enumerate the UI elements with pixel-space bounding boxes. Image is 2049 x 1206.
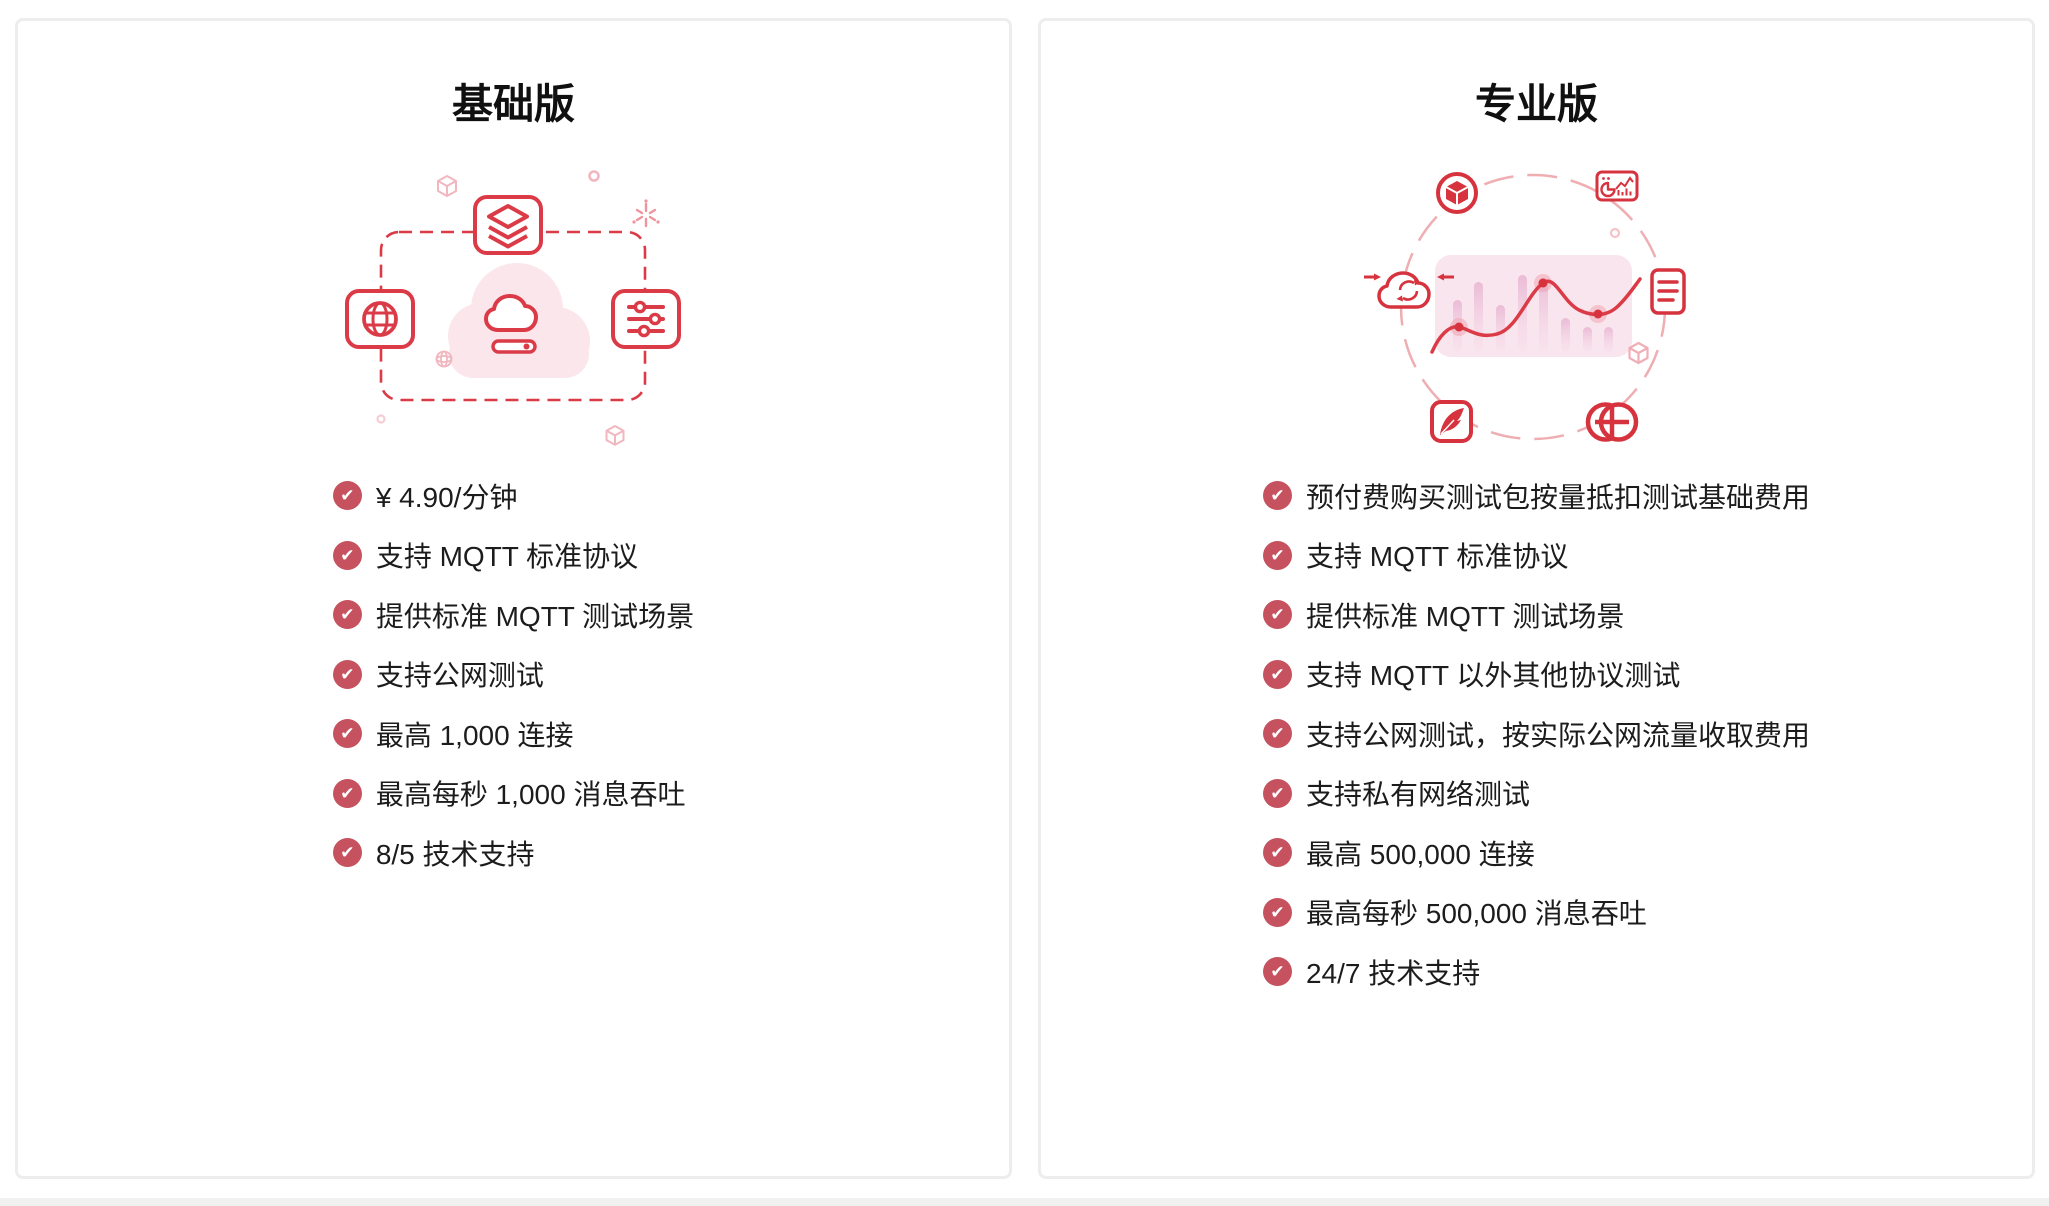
check-circle-icon: ✔ [1262,897,1292,927]
feature-text: 提供标准 MQTT 测试场景 [375,600,695,632]
feature-text: 支持 MQTT 标准协议 [375,541,639,573]
chart-bars [1452,275,1613,352]
feature-item: ✔ 提供标准 MQTT 测试场景 [1262,585,1810,645]
cube-decoration-top [436,175,457,197]
cube-circle-icon [1435,172,1478,214]
check-circle-icon: ✔ [1262,957,1292,987]
feather-pen-icon [1429,400,1473,443]
globe-icon [344,289,415,349]
check-circle-icon: ✔ [1262,838,1292,868]
feature-text: 支持 MQTT 以外其他协议测试 [1305,660,1681,692]
feature-text: 最高 1,000 连接 [375,719,574,751]
check-circle-icon: ✔ [332,659,362,689]
check-circle-icon: ✔ [332,838,362,868]
pricing-card-basic: 基础版 [15,18,1012,1179]
sparkle-decoration [631,199,660,228]
document-icon [1649,268,1686,315]
pricing-card-pro: 专业版 [1038,18,2035,1179]
check-circle-icon: ✔ [1262,659,1292,689]
feature-item: ✔ 最高 500,000 连接 [1262,823,1810,883]
basic-plan-illustration [18,160,1009,460]
cube-decoration-right [1627,341,1649,365]
check-circle-icon: ✔ [1262,778,1292,808]
feature-item: ✔ 预付费购买测试包按量抵扣测试基础费用 [1262,466,1810,526]
pro-plan-illustration [1041,160,2032,460]
feature-text: 最高每秒 500,000 消息吞吐 [1305,898,1647,930]
check-circle-icon: ✔ [1262,540,1292,570]
feature-text: 8/5 技术支持 [375,838,535,870]
pricing-cards-container: 基础版 [15,18,2035,1179]
check-circle-icon: ✔ [332,719,362,749]
check-circle-icon: ✔ [1262,600,1292,630]
check-circle-icon: ✔ [1262,481,1292,511]
feature-list-pro: ✔ 预付费购买测试包按量抵扣测试基础费用 ✔ 支持 MQTT 标准协议 ✔ 提供… [1262,466,1810,1002]
sliders-icon [610,289,681,349]
chart-panel [1429,255,1642,357]
feature-text: 支持公网测试 [375,660,544,692]
feature-text: 24/7 技术支持 [1305,957,1481,989]
feature-text: 最高 500,000 连接 [1305,838,1535,870]
feature-text: 支持 MQTT 标准协议 [1305,541,1569,573]
card-title-pro: 专业版 [1475,81,1598,127]
check-circle-icon: ✔ [332,481,362,511]
feature-text: ¥ 4.90/分钟 [375,481,518,513]
feature-item: ✔ 最高每秒 1,000 消息吞吐 [332,764,694,824]
feature-text: 预付费购买测试包按量抵扣测试基础费用 [1305,481,1810,513]
layers-icon [472,195,543,255]
page-bottom-edge [0,1198,2049,1206]
feature-item: ✔ 24/7 技术支持 [1262,942,1810,1002]
circle-decoration-bottom [375,414,386,424]
cloud-sync-icon [1363,271,1454,309]
feature-text: 最高每秒 1,000 消息吞吐 [375,779,686,811]
wire-sphere-decoration [435,350,452,368]
globe-bold-icon [1585,402,1638,442]
feature-item: ✔ 支持 MQTT 标准协议 [332,526,694,586]
feature-item: ✔ 提供标准 MQTT 测试场景 [332,585,695,645]
feature-text: 提供标准 MQTT 测试场景 [1305,600,1625,632]
check-circle-icon: ✔ [332,540,362,570]
feature-item: ✔ 支持私有网络测试 [1262,764,1810,824]
cloud-icon [483,294,538,354]
dashboard-icon [1595,170,1638,202]
analytics-illustration-svg [1363,170,1686,443]
feature-item: ✔ 最高 1,000 连接 [332,704,694,764]
feature-item: ✔ 支持 MQTT 以外其他协议测试 [1262,645,1810,705]
feature-text: 支持私有网络测试 [1305,779,1530,811]
card-title-basic: 基础版 [452,81,575,127]
feature-item: ✔ 支持 MQTT 标准协议 [1262,526,1810,586]
check-circle-icon: ✔ [332,600,362,630]
check-circle-icon: ✔ [332,778,362,808]
feature-item: ✔ 8/5 技术支持 [332,823,694,883]
circle-decoration-top [587,170,600,182]
feature-text: 支持公网测试，按实际公网流量收取费用 [1305,719,1810,751]
feature-item: ✔ ¥ 4.90/分钟 [332,466,694,526]
feature-item: ✔ 支持公网测试，按实际公网流量收取费用 [1262,704,1810,764]
cloud-gateway-illustration-svg [344,170,681,446]
circle-decoration-right [1609,227,1620,239]
feature-item: ✔ 支持公网测试 [332,645,694,705]
feature-list-basic: ✔ ¥ 4.90/分钟 ✔ 支持 MQTT 标准协议 ✔ 提供标准 MQTT 测… [332,466,695,883]
check-circle-icon: ✔ [1262,719,1292,749]
cube-decoration-bottom [605,425,624,446]
feature-item: ✔ 最高每秒 500,000 消息吞吐 [1262,883,1810,943]
